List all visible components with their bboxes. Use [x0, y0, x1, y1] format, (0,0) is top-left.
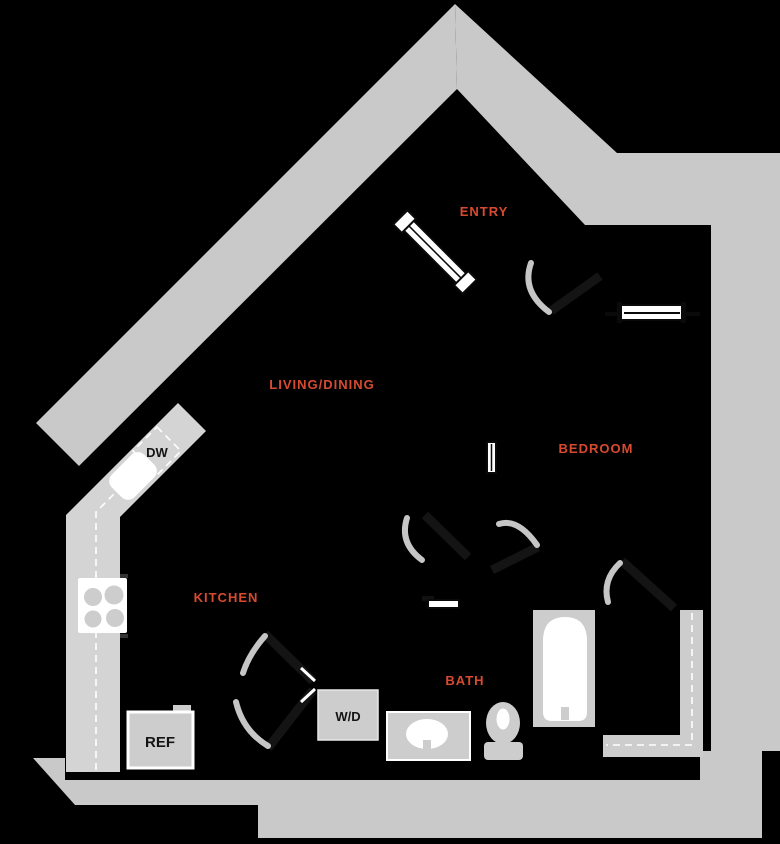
stove-tick-top — [120, 574, 128, 578]
bedroom-window-rod — [605, 302, 700, 323]
rod-cap-right — [681, 302, 686, 323]
burner-4 — [106, 609, 124, 627]
roof-right-wall — [455, 4, 780, 751]
entry-window-cap-left — [391, 208, 418, 235]
closet-shelf — [603, 610, 703, 757]
kitchen-sink — [109, 452, 157, 500]
closet-shelf-centerline — [606, 613, 693, 746]
toilet-tank — [484, 742, 523, 760]
bedroom-door — [603, 557, 678, 612]
entry-window — [391, 208, 479, 296]
hall-door-left-arc — [401, 515, 425, 563]
burner-1 — [84, 588, 102, 606]
bedroom-label: BEDROOM — [559, 441, 634, 456]
kitchen-door-arc-top — [240, 633, 268, 676]
refrigerator — [126, 710, 195, 770]
kitchen-counter — [66, 403, 206, 772]
dishwasher-label: DW — [146, 445, 168, 460]
toilet — [484, 702, 523, 760]
kitchen-door-edge-2 — [299, 687, 317, 704]
stove-tick-bottom — [120, 634, 128, 638]
bathtub-faucet — [561, 707, 569, 720]
bedroom-door-arc — [603, 560, 623, 605]
vanity-faucet — [423, 740, 431, 754]
toilet-seat-opening — [496, 708, 510, 730]
rod-cap-left — [617, 302, 622, 323]
dishwasher-outline — [131, 425, 183, 477]
hall-door-right-leaf — [489, 542, 541, 575]
hall-door-left — [401, 511, 472, 563]
pocket-door-track — [422, 596, 434, 601]
kitchen-door-edge-1 — [299, 666, 317, 683]
bottom-wall — [33, 751, 762, 838]
entry-window-glass — [406, 223, 464, 281]
entry-door — [525, 260, 603, 315]
wall-opening-symbol — [486, 441, 497, 474]
pocket-door-panel — [427, 599, 460, 609]
kitchen-label: KITCHEN — [194, 590, 259, 605]
kitchen-double-door — [233, 630, 317, 751]
hall-door-left-leaf — [421, 511, 472, 561]
entry-door-leaf — [548, 272, 603, 315]
bath-label: BATH — [445, 673, 484, 688]
counter-end-tick — [173, 705, 191, 711]
burner-3 — [84, 610, 102, 628]
hall-door-right — [489, 520, 541, 575]
washer-dryer — [317, 689, 379, 741]
hall-door-right-arc — [496, 520, 540, 548]
refrigerator-label: REF — [145, 734, 175, 751]
washer-dryer-label: W/D — [335, 709, 360, 724]
bathtub-basin — [543, 617, 587, 721]
vanity-sink — [406, 719, 448, 749]
bathroom-vanity — [386, 711, 471, 761]
bathroom-pocket-door — [422, 596, 460, 609]
entry-label: ENTRY — [460, 204, 509, 219]
kitchen-door-arc-bottom — [233, 699, 271, 749]
entry-door-arc — [525, 260, 552, 315]
entry-window-cap-right — [452, 269, 479, 296]
living-dining-label: LIVING/DINING — [269, 377, 374, 392]
bedroom-door-leaf — [618, 557, 678, 612]
roof-left-wall — [36, 4, 457, 466]
burner-2 — [104, 585, 124, 605]
bathtub — [533, 610, 595, 727]
